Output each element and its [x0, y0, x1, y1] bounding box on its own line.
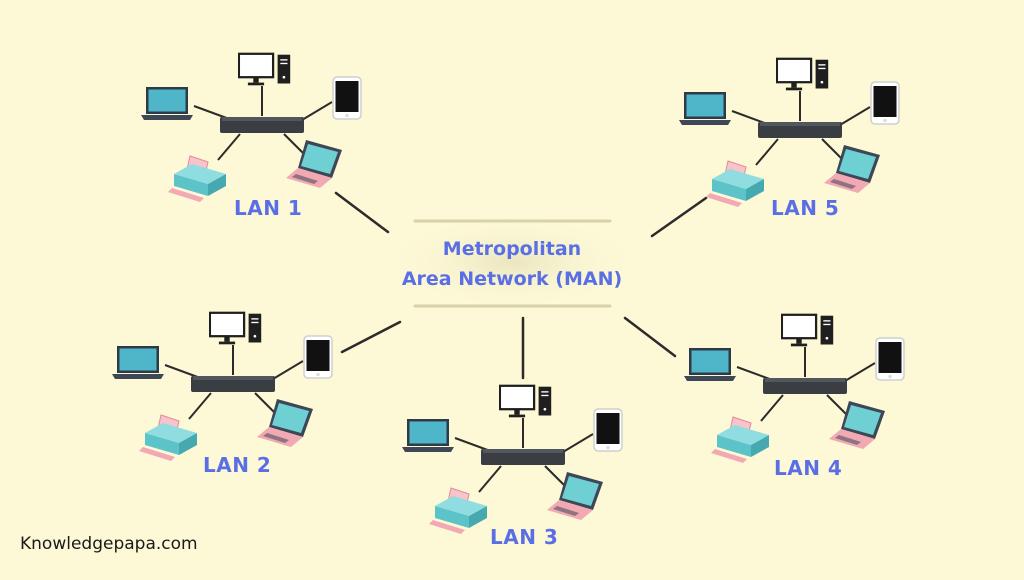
lan-3-cluster: [402, 384, 623, 535]
lan-1-device-link: [217, 133, 241, 161]
lan-5-printer-icon: [706, 160, 765, 208]
lan-5-cluster: [679, 57, 900, 208]
lan-2-phone-icon: [303, 335, 333, 379]
lan-2-cluster: [112, 311, 333, 462]
lan-5-phone-icon: [870, 81, 900, 125]
lan-3-device-link: [562, 433, 594, 453]
lan-3-desktop-icon: [499, 384, 553, 419]
lan-3-laptop-icon: [402, 419, 454, 452]
lan-1-label: LAN 1: [234, 196, 303, 220]
lan-3-printer-icon: [429, 487, 488, 535]
lan-3-phone-icon: [593, 408, 623, 452]
lan-3-label: LAN 3: [490, 525, 559, 549]
lan-1-phone-icon: [332, 76, 362, 120]
lan-5-desktop-icon: [776, 57, 830, 92]
lan-2-switch-top: [193, 376, 273, 380]
lan-5-laptop-angled-icon: [824, 145, 880, 193]
lan-1-device-link: [283, 133, 307, 157]
lan-1-desktop-icon: [238, 52, 292, 87]
watermark: Knowledgepapa.com: [20, 534, 198, 554]
lan-2-device-link: [272, 360, 304, 380]
lan-2-device-link: [188, 392, 212, 420]
lan-5-switch-top: [760, 122, 840, 126]
man-link-lan-1: [334, 191, 390, 234]
lan-4-phone-icon: [875, 337, 905, 381]
lan-2-desktop-icon: [209, 311, 263, 346]
man-link-lan-4: [623, 316, 677, 358]
lan-4-printer-icon: [711, 416, 770, 464]
lan-4-device-link: [760, 394, 784, 422]
lan-4-cluster: [684, 313, 905, 464]
lan-3-laptop-angled-icon: [547, 472, 603, 520]
man-title-line-2: Area Network (MAN): [401, 268, 623, 290]
lan-5-laptop-icon: [679, 92, 731, 125]
man-title-line-1: Metropolitan: [442, 238, 582, 260]
lan-2-printer-icon: [139, 414, 198, 462]
lan-4-device-link: [826, 394, 850, 418]
lan-1-laptop-icon: [141, 87, 193, 120]
lan-5-label: LAN 5: [771, 196, 840, 220]
lan-4-laptop-angled-icon: [829, 401, 885, 449]
lan-4-label: LAN 4: [774, 456, 843, 480]
lan-1-laptop-angled-icon: [286, 140, 342, 188]
lan-2-label: LAN 2: [203, 453, 272, 477]
man-link-lan-2: [340, 320, 402, 354]
lan-5-device-link: [821, 138, 845, 162]
lan-1-device-link: [301, 101, 333, 121]
lan-5-device-link: [755, 138, 779, 166]
lan-5-device-link: [839, 106, 871, 126]
lan-1-cluster: [141, 52, 362, 203]
lan-4-laptop-icon: [684, 348, 736, 381]
lan-1-printer-icon: [168, 155, 227, 203]
lan-3-device-link: [544, 465, 568, 489]
man-title: Metropolitan Area Network (MAN): [372, 234, 652, 294]
lan-2-laptop-icon: [112, 346, 164, 379]
lan-1-switch-top: [222, 117, 302, 121]
lan-3-switch-top: [483, 449, 563, 453]
man-link-lan-5: [650, 196, 708, 238]
lan-3-device-link: [478, 465, 502, 493]
lan-2-laptop-angled-icon: [257, 399, 313, 447]
lan-4-device-link: [844, 362, 876, 382]
lan-4-switch-top: [765, 378, 845, 382]
man-center-halo: [382, 214, 642, 310]
lan-2-device-link: [254, 392, 278, 416]
lan-4-desktop-icon: [781, 313, 835, 348]
